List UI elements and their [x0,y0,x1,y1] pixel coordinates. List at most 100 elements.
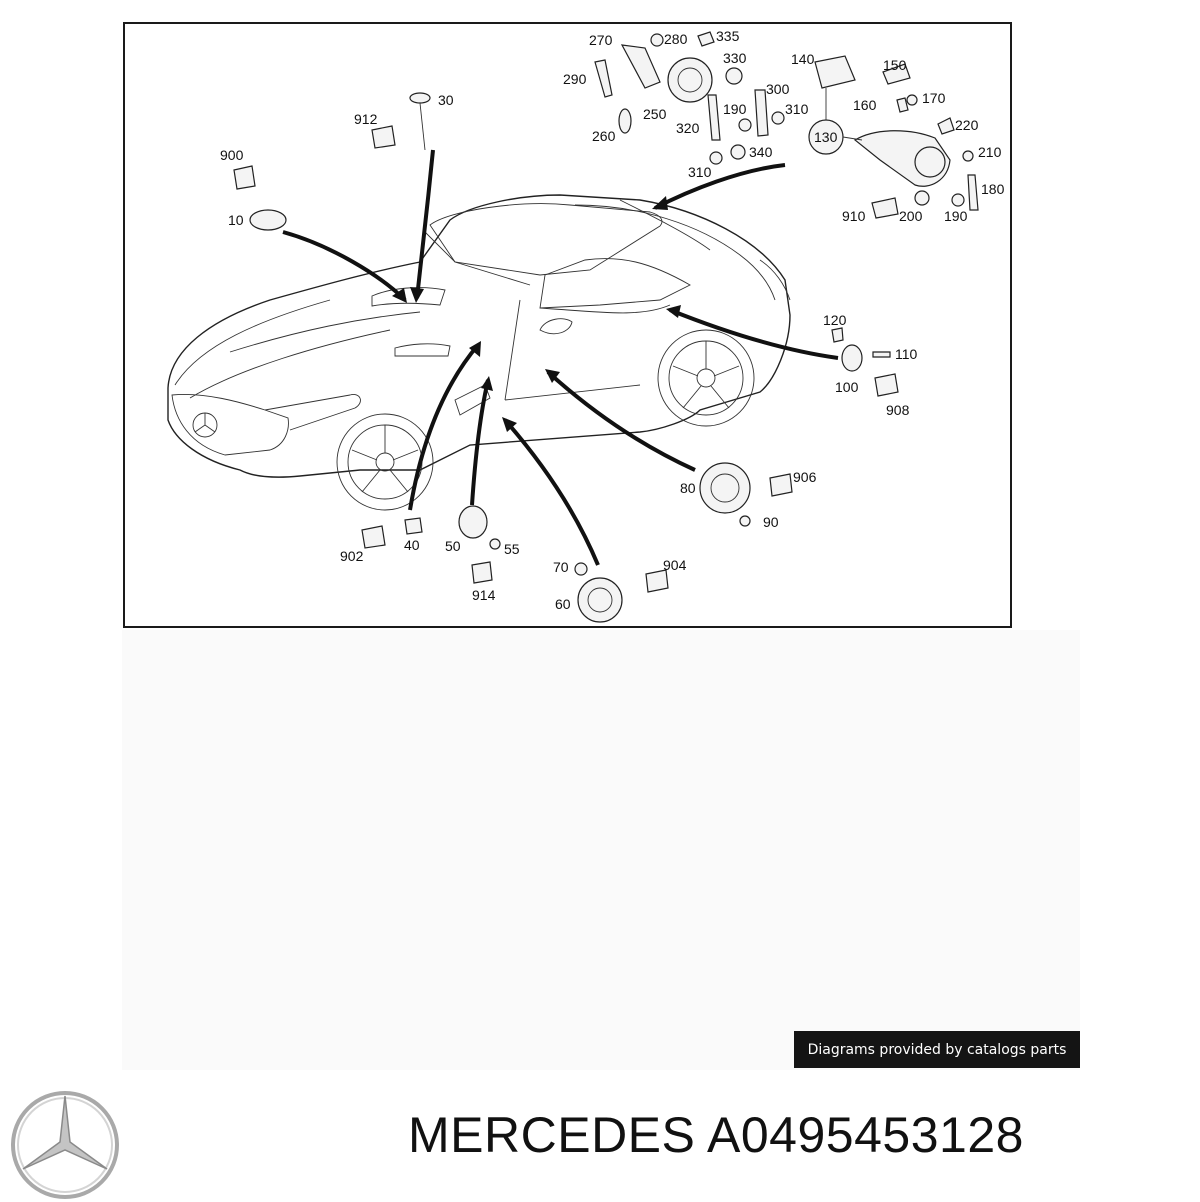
bracket-part-300 [754,89,769,137]
callout-902: 902 [340,548,364,564]
callout-30: 30 [438,92,454,108]
callout-340: 340 [749,144,773,160]
callout-170: 170 [922,90,946,106]
callout-904: 904 [663,557,687,573]
callout-320: 320 [676,120,700,136]
arrow-from-speaker-40 [408,343,480,511]
callout-50: 50 [445,538,461,554]
callout-55: 55 [504,541,520,557]
callout-110: 110 [895,346,918,362]
callout-90: 90 [763,514,779,530]
nut-part-200 [914,190,930,206]
clip-part-335 [697,31,715,47]
callout-330: 330 [723,50,747,66]
callout-910: 910 [842,208,866,224]
speaker-part-100 [841,344,863,372]
clip-part-220 [937,117,955,135]
callout-190-top: 190 [723,101,747,117]
callout-100: 100 [835,379,859,395]
credit-badge: Diagrams provided by catalogs parts [794,1031,1080,1068]
part-title: MERCEDES A0495453128 [408,1107,1024,1163]
parts-group-top [594,31,979,219]
washer-part-340 [730,144,746,160]
callout-80: 80 [680,480,696,496]
callout-140: 140 [791,51,815,67]
screw-part-110 [872,351,891,358]
label-part-908 [874,373,899,397]
nut-part-330 [725,67,743,85]
callout-310-top: 310 [785,101,809,117]
callout-300: 300 [766,81,790,97]
arrow-from-speaker-60 [503,418,600,566]
car-illustration [167,194,791,511]
diagram-frame [123,22,1012,628]
callout-210: 210 [978,144,1002,160]
label-part-912 [371,125,396,149]
callout-120: 120 [823,312,847,328]
sensor-part-30 [409,92,431,104]
callout-250: 250 [643,106,667,122]
ring-part-260 [618,108,632,134]
callout-290: 290 [563,71,587,87]
nut-part-310 [771,111,785,125]
callout-914: 914 [472,587,496,603]
cover-part-150 [882,63,911,85]
callout-220: 220 [955,117,979,133]
image-background [122,630,1080,1070]
callout-280: 280 [664,31,688,47]
callout-40: 40 [404,537,420,553]
speaker-part-130 [914,146,946,178]
callout-190-right: 190 [944,208,968,224]
callout-200: 200 [899,208,923,224]
callout-900: 900 [220,147,244,163]
label-part-906 [769,473,793,497]
bracket-part-320 [707,94,721,141]
arrow-from-speaker-80 [546,370,696,472]
callout-160: 160 [853,97,877,113]
screw-part-210 [962,150,974,162]
nut-part-310b [709,151,723,165]
callout-310-low: 310 [688,164,712,180]
speaker-part-80 [699,462,751,514]
ring-part-70 [574,562,588,576]
arrow-from-sensor-30 [415,149,435,299]
callout-906: 906 [793,469,817,485]
callout-150: 150 [883,57,907,73]
screw-part-55 [489,538,501,550]
screw-part-170 [906,94,918,106]
callout-908: 908 [886,402,910,418]
speaker-part-60 [577,577,623,623]
speaker-part-50 [458,505,488,539]
callout-260: 260 [592,128,616,144]
callout-912: 912 [354,111,378,127]
callout-180: 180 [981,181,1005,197]
cap-part-280 [650,33,664,47]
tweeter-part-40 [404,517,423,535]
pointer-arrows [282,149,839,566]
callout-270: 270 [589,32,613,48]
module-part-140 [814,55,856,89]
bracket-part-290 [594,59,613,98]
bracket-part-180 [967,174,979,211]
mercedes-star-logo-icon [11,1091,119,1199]
arrow-from-speaker-100 [669,308,839,360]
label-part-910 [871,197,899,219]
parts-group-bottom [233,92,899,623]
arrow-from-speaker-10 [282,230,407,302]
parts-diagram: 270 280 335 330 290 250 300 190 310 320 … [167,28,1005,623]
label-part-902 [361,525,386,549]
clip-part-120 [831,327,844,343]
callout-130: 130 [814,129,838,145]
arrow-to-top-assembly [654,163,786,210]
callout-70: 70 [553,559,569,575]
nut-part-190b [951,193,965,207]
label-part-900 [233,165,256,190]
callout-335: 335 [716,28,740,44]
speaker-part-10 [249,209,287,231]
nut-part-190 [738,118,752,132]
callout-labels: 270 280 335 330 290 250 300 190 310 320 … [220,28,1005,612]
label-part-914 [471,561,493,584]
callout-60: 60 [555,596,571,612]
clip-part-160 [896,97,909,113]
arrow-from-speaker-50 [470,379,490,506]
